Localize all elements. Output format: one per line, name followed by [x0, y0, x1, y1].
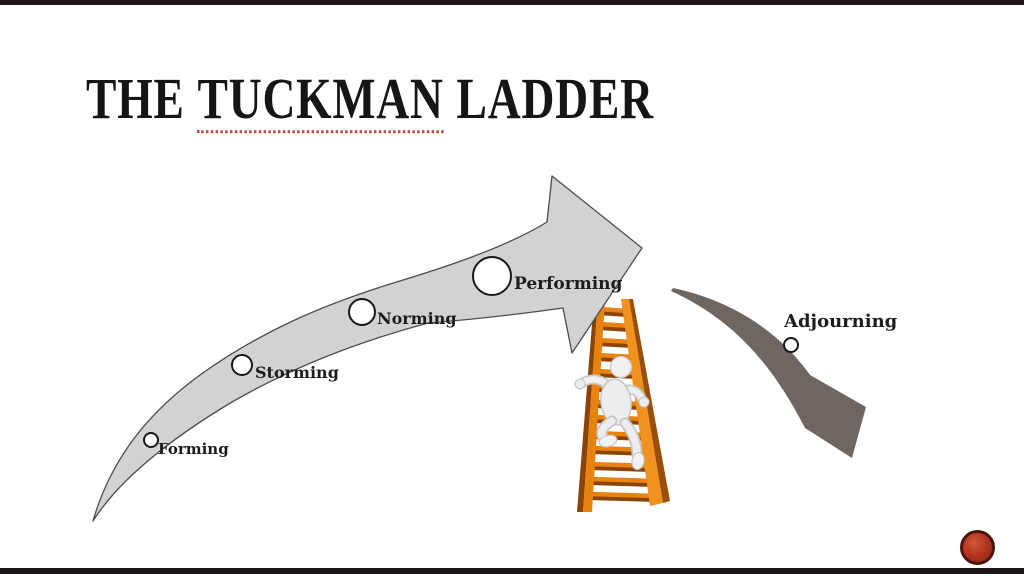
- brand-logo: [960, 530, 995, 565]
- title-word-ladder: LADDER: [456, 66, 654, 132]
- forming-marker: [143, 432, 159, 448]
- title-word-tuckman: TUCKMAN: [197, 70, 444, 134]
- performing-label: Performing: [514, 274, 623, 294]
- norming-marker: [348, 298, 376, 326]
- adjourning-marker: [783, 337, 799, 353]
- top-accent-bar: [0, 0, 1024, 5]
- storming-label: Storming: [255, 363, 339, 382]
- title-word-the: THE: [86, 66, 185, 132]
- forming-label: Forming: [158, 440, 229, 458]
- bottom-accent-bar: [0, 568, 1024, 574]
- performing-marker: [472, 256, 512, 296]
- storming-marker: [231, 354, 253, 376]
- ascending-arrow: [92, 175, 643, 522]
- ladder-left-rail-shadow: [577, 299, 598, 512]
- ladder-right-rail-shadow: [629, 299, 670, 503]
- ladder-left-rail: [583, 299, 605, 512]
- norming-label: Norming: [377, 309, 457, 328]
- adjourning-label: Adjourning: [784, 311, 898, 332]
- descending-arrow: [671, 288, 866, 458]
- climbing-figure: [574, 355, 650, 471]
